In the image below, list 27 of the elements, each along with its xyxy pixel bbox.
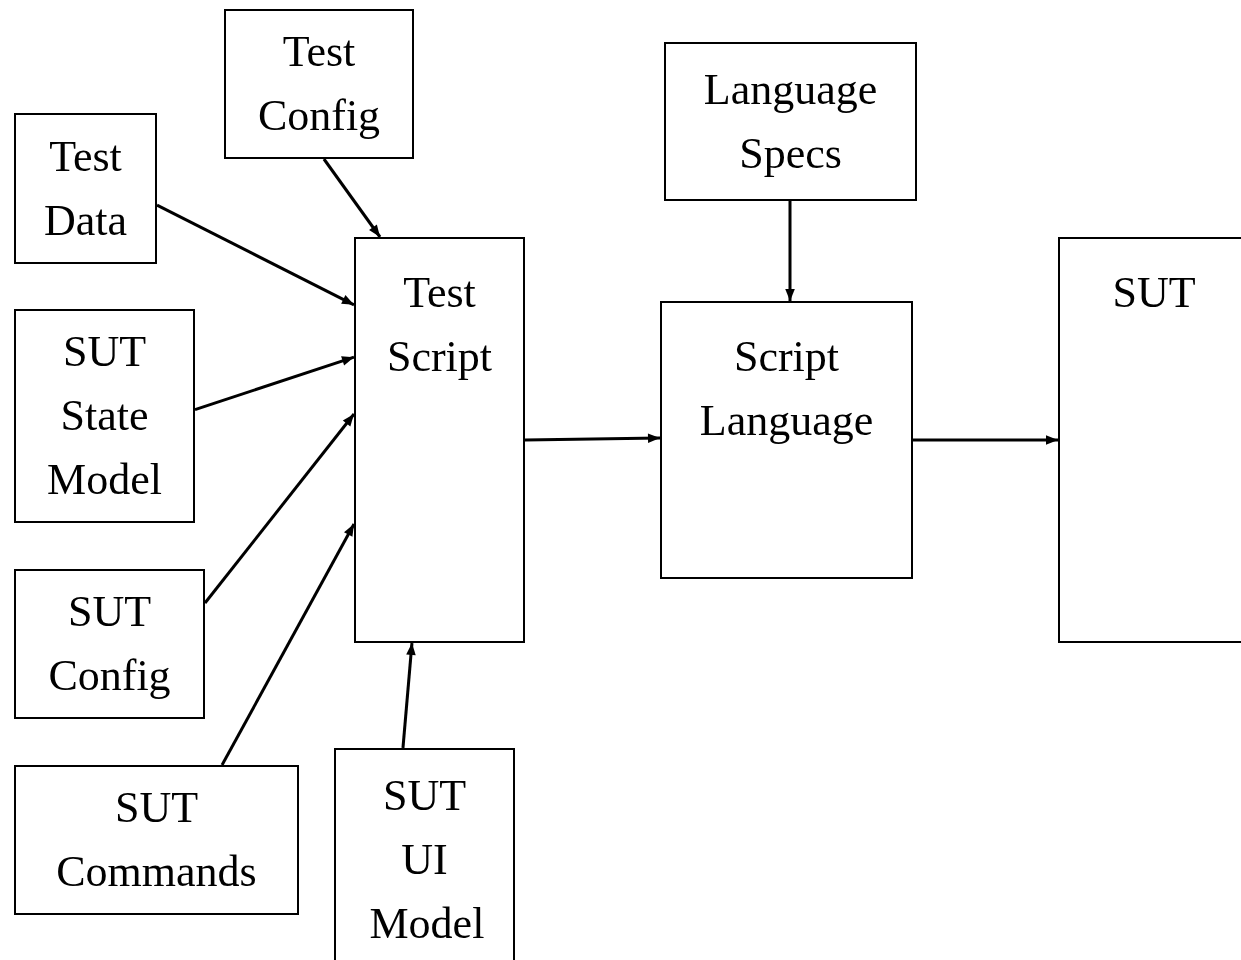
process-box <box>14 113 157 264</box>
box-label: SUT State Model <box>46 326 163 506</box>
box-label: SUT Config <box>47 586 172 702</box>
process-box <box>354 237 525 643</box>
process-box <box>14 765 299 915</box>
process-box <box>14 569 205 719</box>
process-box <box>660 301 913 579</box>
box-label: Script Language <box>698 331 875 447</box>
arrow <box>156 203 355 307</box>
arrow <box>785 201 795 301</box>
process-box <box>664 42 917 201</box>
arrow <box>913 435 1058 445</box>
box-label: SUT Commands <box>55 782 258 898</box>
arrow <box>524 433 661 444</box>
box-label: Language Specs <box>702 63 879 180</box>
box-label: Test Config <box>256 26 382 142</box>
arrow <box>220 523 356 766</box>
box-label: Test Script <box>385 267 494 383</box>
process-box <box>1058 237 1241 643</box>
box-label: Test Data <box>42 130 129 247</box>
arrow <box>194 355 355 411</box>
process-box <box>224 9 414 159</box>
process-box <box>334 748 515 960</box>
process-box <box>14 309 195 523</box>
arrow <box>401 642 416 749</box>
box-label: SUT <box>1112 267 1196 319</box>
arrow <box>322 158 382 238</box>
